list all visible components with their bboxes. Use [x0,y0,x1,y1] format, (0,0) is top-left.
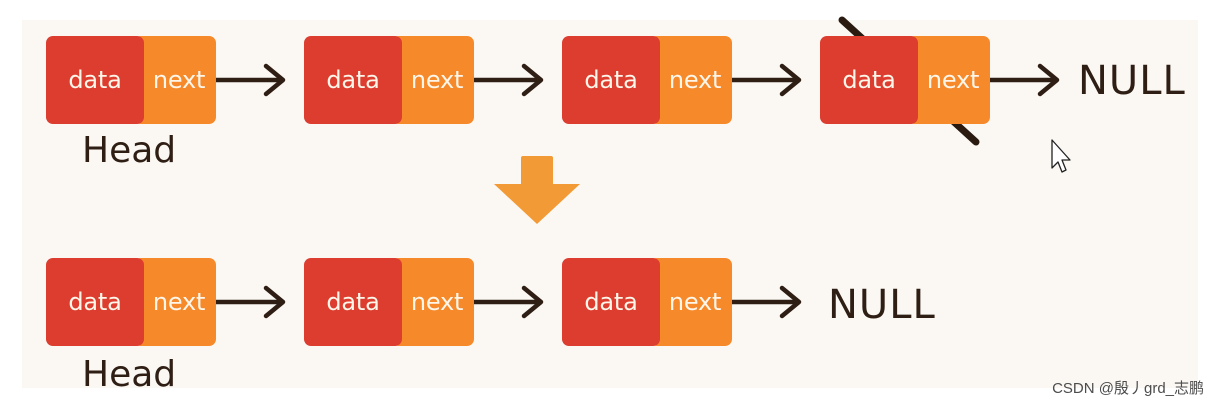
node-next-cell: next [134,258,216,346]
node-next-cell: next [908,36,990,124]
list-node-after-2: data next [304,258,474,346]
node-data-cell: data [562,258,660,346]
list-node-before-1: data next [46,36,216,124]
node-next-cell: next [134,36,216,124]
head-label-after: Head [82,354,177,395]
node-data-cell: data [46,258,144,346]
list-node-after-1: data next [46,258,216,346]
node-next-cell: next [392,36,474,124]
null-label-before: NULL [1078,58,1186,104]
node-data-cell: data [820,36,918,124]
node-data-cell: data [562,36,660,124]
node-data-cell: data [304,36,402,124]
node-data-cell: data [304,258,402,346]
null-label-after: NULL [828,282,936,328]
list-node-after-3: data next [562,258,732,346]
node-next-cell: next [392,258,474,346]
node-next-cell: next [650,258,732,346]
head-label-before: Head [82,130,177,171]
list-node-before-4-deleted: data next [820,36,990,124]
list-node-before-2: data next [304,36,474,124]
list-node-before-3: data next [562,36,732,124]
node-data-cell: data [46,36,144,124]
node-next-cell: next [650,36,732,124]
watermark: CSDN @殷丿grd_志鹏 [1052,380,1204,397]
